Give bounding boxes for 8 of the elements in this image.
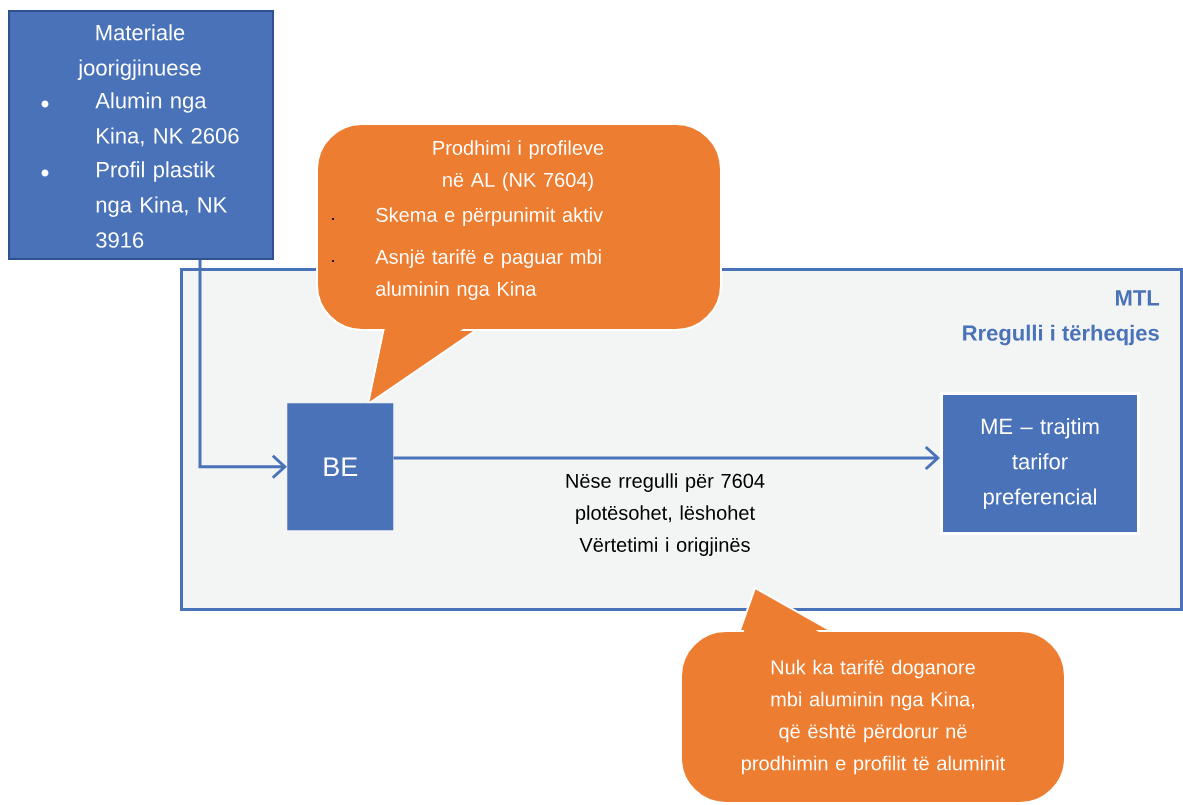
speech-bubble: Nuk ka tarifë doganore mbi aluminin nga Kina, që është përdorur në prodhimin e profilit të aluminit	[680, 586, 1066, 804]
arrow	[198, 260, 287, 479]
panel-heading: MTL Rregulli i tërheqjes	[963, 290, 1160, 346]
arrow	[393, 445, 940, 471]
edge-label: Nëse rregulli për 7604 plotësohet, lëshohet Vërtetimi i origjinës	[537, 470, 793, 559]
material-box: Materiale joorigjinuese Alumin nga Kina, NK 2606 Profil plastik nga Kina, NK 3916	[8, 10, 274, 260]
process-box: ME – trajtim tarifor preferencial	[940, 392, 1140, 535]
process-box: BE	[287, 403, 394, 531]
